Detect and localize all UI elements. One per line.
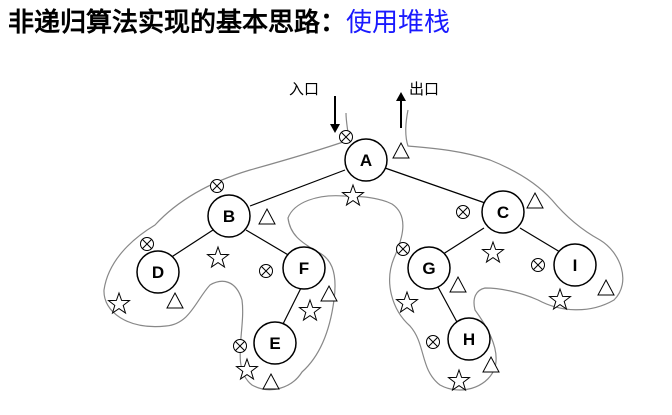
otimes-icon: [396, 242, 410, 256]
node-label: G: [422, 259, 435, 278]
edge-g-h: [437, 286, 459, 325]
otimes-icon: [140, 237, 154, 251]
otimes-icon: [259, 264, 273, 278]
node-label: B: [223, 207, 235, 226]
star-icon: [482, 241, 504, 263]
triangle-icon: [392, 142, 410, 159]
node-label: D: [152, 263, 164, 282]
edge-b-f: [245, 229, 291, 257]
title-highlight: 使用堆栈: [346, 8, 451, 38]
tree-node-d: D: [136, 250, 180, 294]
otimes-icon: [339, 130, 353, 144]
edge-f-e: [281, 287, 302, 327]
exit-arrow-icon: [396, 92, 406, 101]
slide-title: 非递归算法实现的基本思路：使用堆栈: [8, 2, 450, 39]
edge-a-c: [384, 167, 489, 205]
otimes-icon: [210, 179, 224, 193]
node-label: H: [463, 330, 475, 349]
star-icon: [448, 369, 470, 391]
triangle-icon: [258, 208, 276, 225]
node-label: F: [299, 259, 309, 278]
node-label: I: [573, 256, 578, 275]
edge-c-i: [519, 227, 561, 253]
tree-node-e: E: [253, 321, 297, 365]
node-label: C: [497, 203, 509, 222]
triangle-icon: [449, 276, 467, 293]
tree-node-g: G: [407, 246, 451, 290]
node-label: E: [269, 334, 280, 353]
tree-node-f: F: [282, 246, 326, 290]
tree-node-c: C: [481, 190, 525, 234]
tree-node-i: I: [553, 243, 597, 287]
tree-node-b: B: [207, 194, 251, 238]
edge-b-d: [169, 229, 214, 259]
otimes-icon: [233, 339, 247, 353]
entry-label: 入口: [289, 80, 319, 98]
triangle-icon: [262, 373, 280, 390]
triangle-icon: [166, 292, 184, 309]
edge-c-g: [439, 227, 485, 257]
triangle-icon: [597, 279, 615, 296]
star-icon: [342, 184, 364, 206]
star-icon: [207, 246, 229, 268]
star-icon: [236, 358, 258, 380]
star-icon: [299, 299, 321, 321]
entry-arrow-icon: [330, 124, 340, 133]
title-prefix: 非递归算法实现的基本思路：: [8, 8, 347, 38]
tree-node-a: A: [344, 138, 388, 182]
otimes-icon: [531, 258, 545, 272]
tree-node-h: H: [447, 317, 491, 361]
otimes-icon: [426, 335, 440, 349]
exit-label: 出口: [409, 80, 439, 98]
otimes-icon: [456, 205, 470, 219]
node-label: A: [360, 151, 372, 170]
triangle-icon: [526, 192, 544, 209]
edge-a-b: [249, 169, 346, 207]
star-icon: [396, 291, 418, 313]
